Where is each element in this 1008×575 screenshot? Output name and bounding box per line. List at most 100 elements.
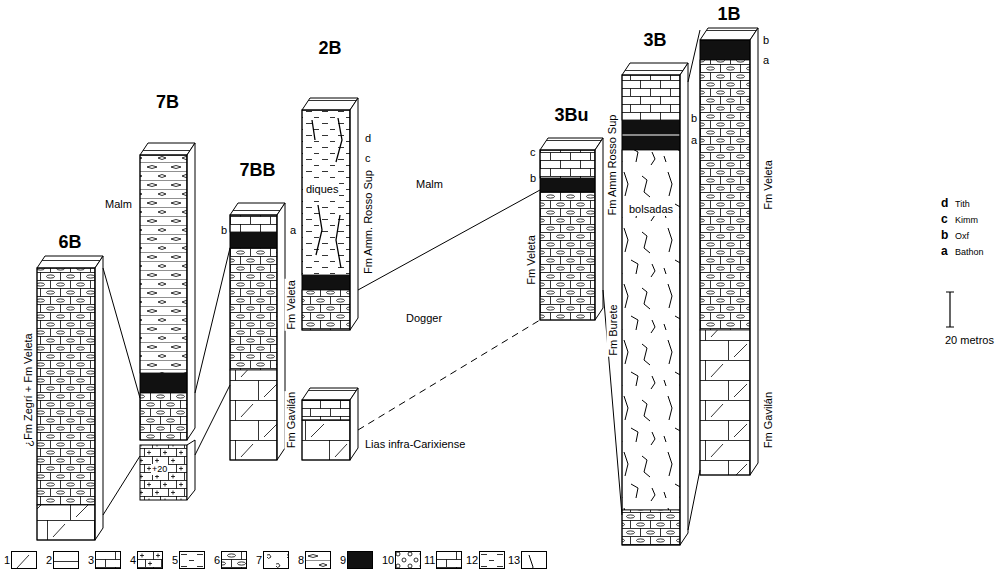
correlation-line [688, 470, 700, 530]
legend-sample [222, 552, 247, 569]
column-top [140, 143, 195, 155]
legend-swatch [263, 551, 289, 569]
column-outline [700, 40, 750, 475]
section-label: a [289, 224, 297, 237]
column-heading: 3B [643, 30, 666, 51]
section-label: ¿Fm Zegrí + Fm Veleta [22, 332, 35, 447]
legend-number: 6 [214, 554, 220, 567]
section-label: Fm Veleta [525, 234, 538, 286]
column-side [595, 138, 603, 320]
column-graphic [37, 256, 103, 540]
column-graphic [230, 203, 285, 460]
black-band [230, 232, 277, 248]
legend-sample [264, 552, 289, 569]
dashed-limestone [302, 110, 350, 275]
column-graphic [540, 138, 603, 320]
section-label: Fm Burete [607, 303, 620, 356]
section-label: c [364, 152, 372, 165]
section-label: d [364, 132, 372, 145]
legend-sample [180, 552, 205, 569]
column-side [95, 256, 103, 540]
legend-number: 3 [88, 554, 94, 567]
column-side [187, 440, 195, 500]
nodular-limestone [622, 510, 680, 545]
section-label: Kimm [954, 215, 979, 226]
stratigraphic-column: 3Bu [540, 105, 603, 320]
legend-sample [306, 552, 331, 569]
correlation-line [103, 456, 140, 515]
column-outline [302, 110, 350, 330]
section-label: Fm Gavilán [285, 391, 298, 449]
correlation-line [358, 320, 540, 430]
correlation-line [688, 30, 700, 82]
stratigraphic-column: 7B [140, 92, 195, 500]
column-outline [540, 150, 595, 320]
black-band [700, 40, 750, 60]
section-label: a [762, 54, 770, 67]
legend-sample [396, 552, 421, 569]
section-label: b [529, 172, 537, 185]
legend-swatch [53, 551, 79, 569]
bedded-limestone [622, 75, 680, 120]
massive-limestone [37, 505, 95, 540]
column-top [700, 28, 758, 40]
section-label: b [690, 112, 698, 125]
legend-item: 13 [508, 551, 547, 569]
correlation-line [103, 268, 140, 398]
section-label: Bathon [954, 247, 985, 258]
section-label: 20 metros [944, 334, 995, 347]
section-label: a [690, 134, 698, 147]
column-outline [37, 268, 95, 540]
section-label: a [940, 244, 949, 258]
legend-item: 10 [382, 551, 421, 569]
column-heading: 7BB [239, 160, 275, 181]
legend-item: 9 [340, 551, 373, 569]
massive-limestone [302, 420, 350, 460]
massive-limestone [230, 370, 277, 460]
legend-sample [437, 552, 462, 569]
section-label: bolsadas [628, 203, 674, 216]
section-label: Tith [954, 199, 971, 210]
legend-swatch [137, 551, 163, 569]
correlation-line [603, 290, 622, 515]
nodular-limestone [37, 268, 95, 505]
legend-number: 8 [298, 554, 304, 567]
legend-number: 5 [172, 554, 178, 567]
legend-swatch [521, 551, 547, 569]
legend-number: 2 [46, 554, 52, 567]
column-side [350, 98, 358, 330]
stratigraphic-column: 1B [700, 4, 758, 475]
legend-sample [138, 552, 163, 569]
column-side [750, 28, 758, 475]
section-label: Fm Veleta [285, 279, 298, 331]
column-heading: 6B [58, 232, 81, 253]
section-label: Fm Gavilán [762, 391, 775, 449]
section-label: Fm Amm Rosso Sup [606, 114, 619, 217]
section-label: diques [305, 183, 339, 196]
legend-number: 11 [424, 554, 435, 567]
legend-item: 6 [214, 551, 247, 569]
legend-number: 10 [382, 554, 394, 567]
legend-item: 4 [130, 551, 163, 569]
section-label: Fm Amm. Rosso Sup [362, 169, 375, 275]
legend-sample [348, 552, 373, 569]
stratigraphic-column: 7BB [230, 160, 285, 460]
legend-item: 7 [256, 551, 289, 569]
column-heading: 3Bu [554, 105, 588, 126]
column-outline [302, 400, 350, 460]
legend-sample [12, 552, 37, 569]
legend-swatch [95, 551, 121, 569]
nodular-limestone [700, 60, 750, 330]
black-band [622, 120, 680, 150]
column-graphic [140, 143, 195, 500]
section-label: Dogger [405, 312, 443, 325]
bedded-limestone [302, 400, 350, 420]
column-outline [622, 75, 680, 545]
column-side [350, 388, 358, 460]
column-graphic [302, 98, 358, 460]
legend-item: 8 [298, 551, 331, 569]
section-label: Malm [104, 198, 133, 211]
